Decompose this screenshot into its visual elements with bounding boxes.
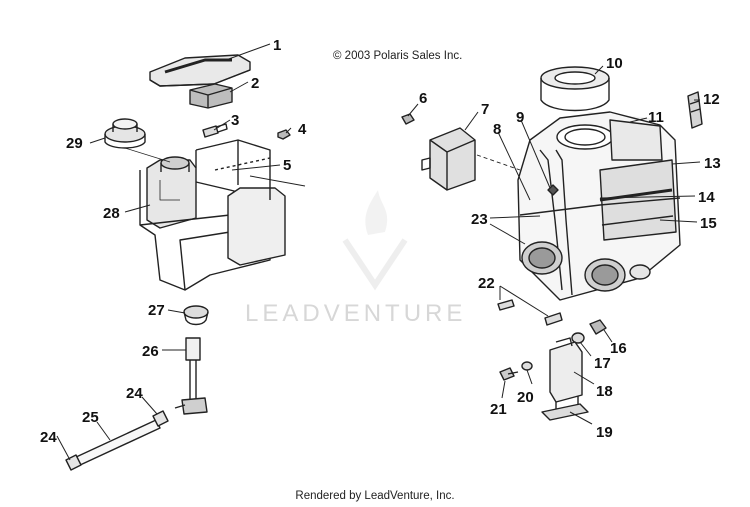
callout-11: 11 [648,109,664,126]
callout-13: 13 [704,155,721,172]
screw-part [202,123,228,138]
copyright-notice: © 2003 Polaris Sales Inc. [333,50,463,62]
washer-20-part [521,361,533,371]
level-sender-part [174,337,208,415]
callout-27: 27 [148,302,165,319]
washer-17-part [571,332,585,344]
bolt-small-part [401,113,415,125]
callout-26: 26 [142,343,159,360]
footer-credit: Rendered by LeadVenture, Inc. [295,490,455,502]
bolt-21-part [499,367,519,381]
filler-cap-part [104,118,146,149]
hose-clamp-upper-part [152,410,169,427]
hose-part [73,419,161,467]
callout-24-upper: 24 [126,385,143,402]
callout-21: 21 [490,401,507,418]
bracket-assembly-part [541,337,589,421]
callout-22: 22 [478,275,495,292]
callout-23a: 23 [471,211,488,228]
callout-6: 6 [419,90,427,107]
block-part [189,83,233,109]
watermark-text: LEADVENTURE [245,300,467,327]
callout-labels: 1 2 3 4 5 6 7 8 9 10 11 12 13 14 15 16 1… [40,37,721,446]
control-module-part [421,127,521,191]
oil-tank-part [124,139,286,291]
cover-lid-part [149,54,251,87]
callout-5: 5 [283,157,291,174]
callout-17: 17 [594,355,611,372]
callout-29: 29 [66,135,83,152]
callout-8: 8 [493,121,501,138]
clip-part [687,91,703,129]
callout-4: 4 [298,121,307,138]
grommet-part [183,305,209,326]
nut-16-part [589,319,607,335]
callout-2: 2 [251,75,259,92]
callout-10: 10 [606,55,623,72]
screw-lower-upper-part [497,299,515,311]
callout-9: 9 [516,109,524,126]
callout-16: 16 [610,340,627,357]
screw-lower-part [544,312,563,326]
callout-19: 19 [596,424,613,441]
airbox-housing-part [517,111,681,301]
callout-14: 14 [698,189,715,206]
callout-3: 3 [231,112,239,129]
callout-24-lower: 24 [40,429,57,446]
callout-25: 25 [82,409,99,426]
leadventure-watermark-logo [342,190,408,291]
callout-7: 7 [481,101,489,118]
callout-15: 15 [700,215,717,232]
callout-1: 1 [273,37,281,54]
callout-18: 18 [596,383,613,400]
seal-ring-part [540,66,610,112]
callout-20: 20 [517,389,534,406]
callout-28: 28 [103,205,120,222]
callout-12: 12 [703,91,720,108]
